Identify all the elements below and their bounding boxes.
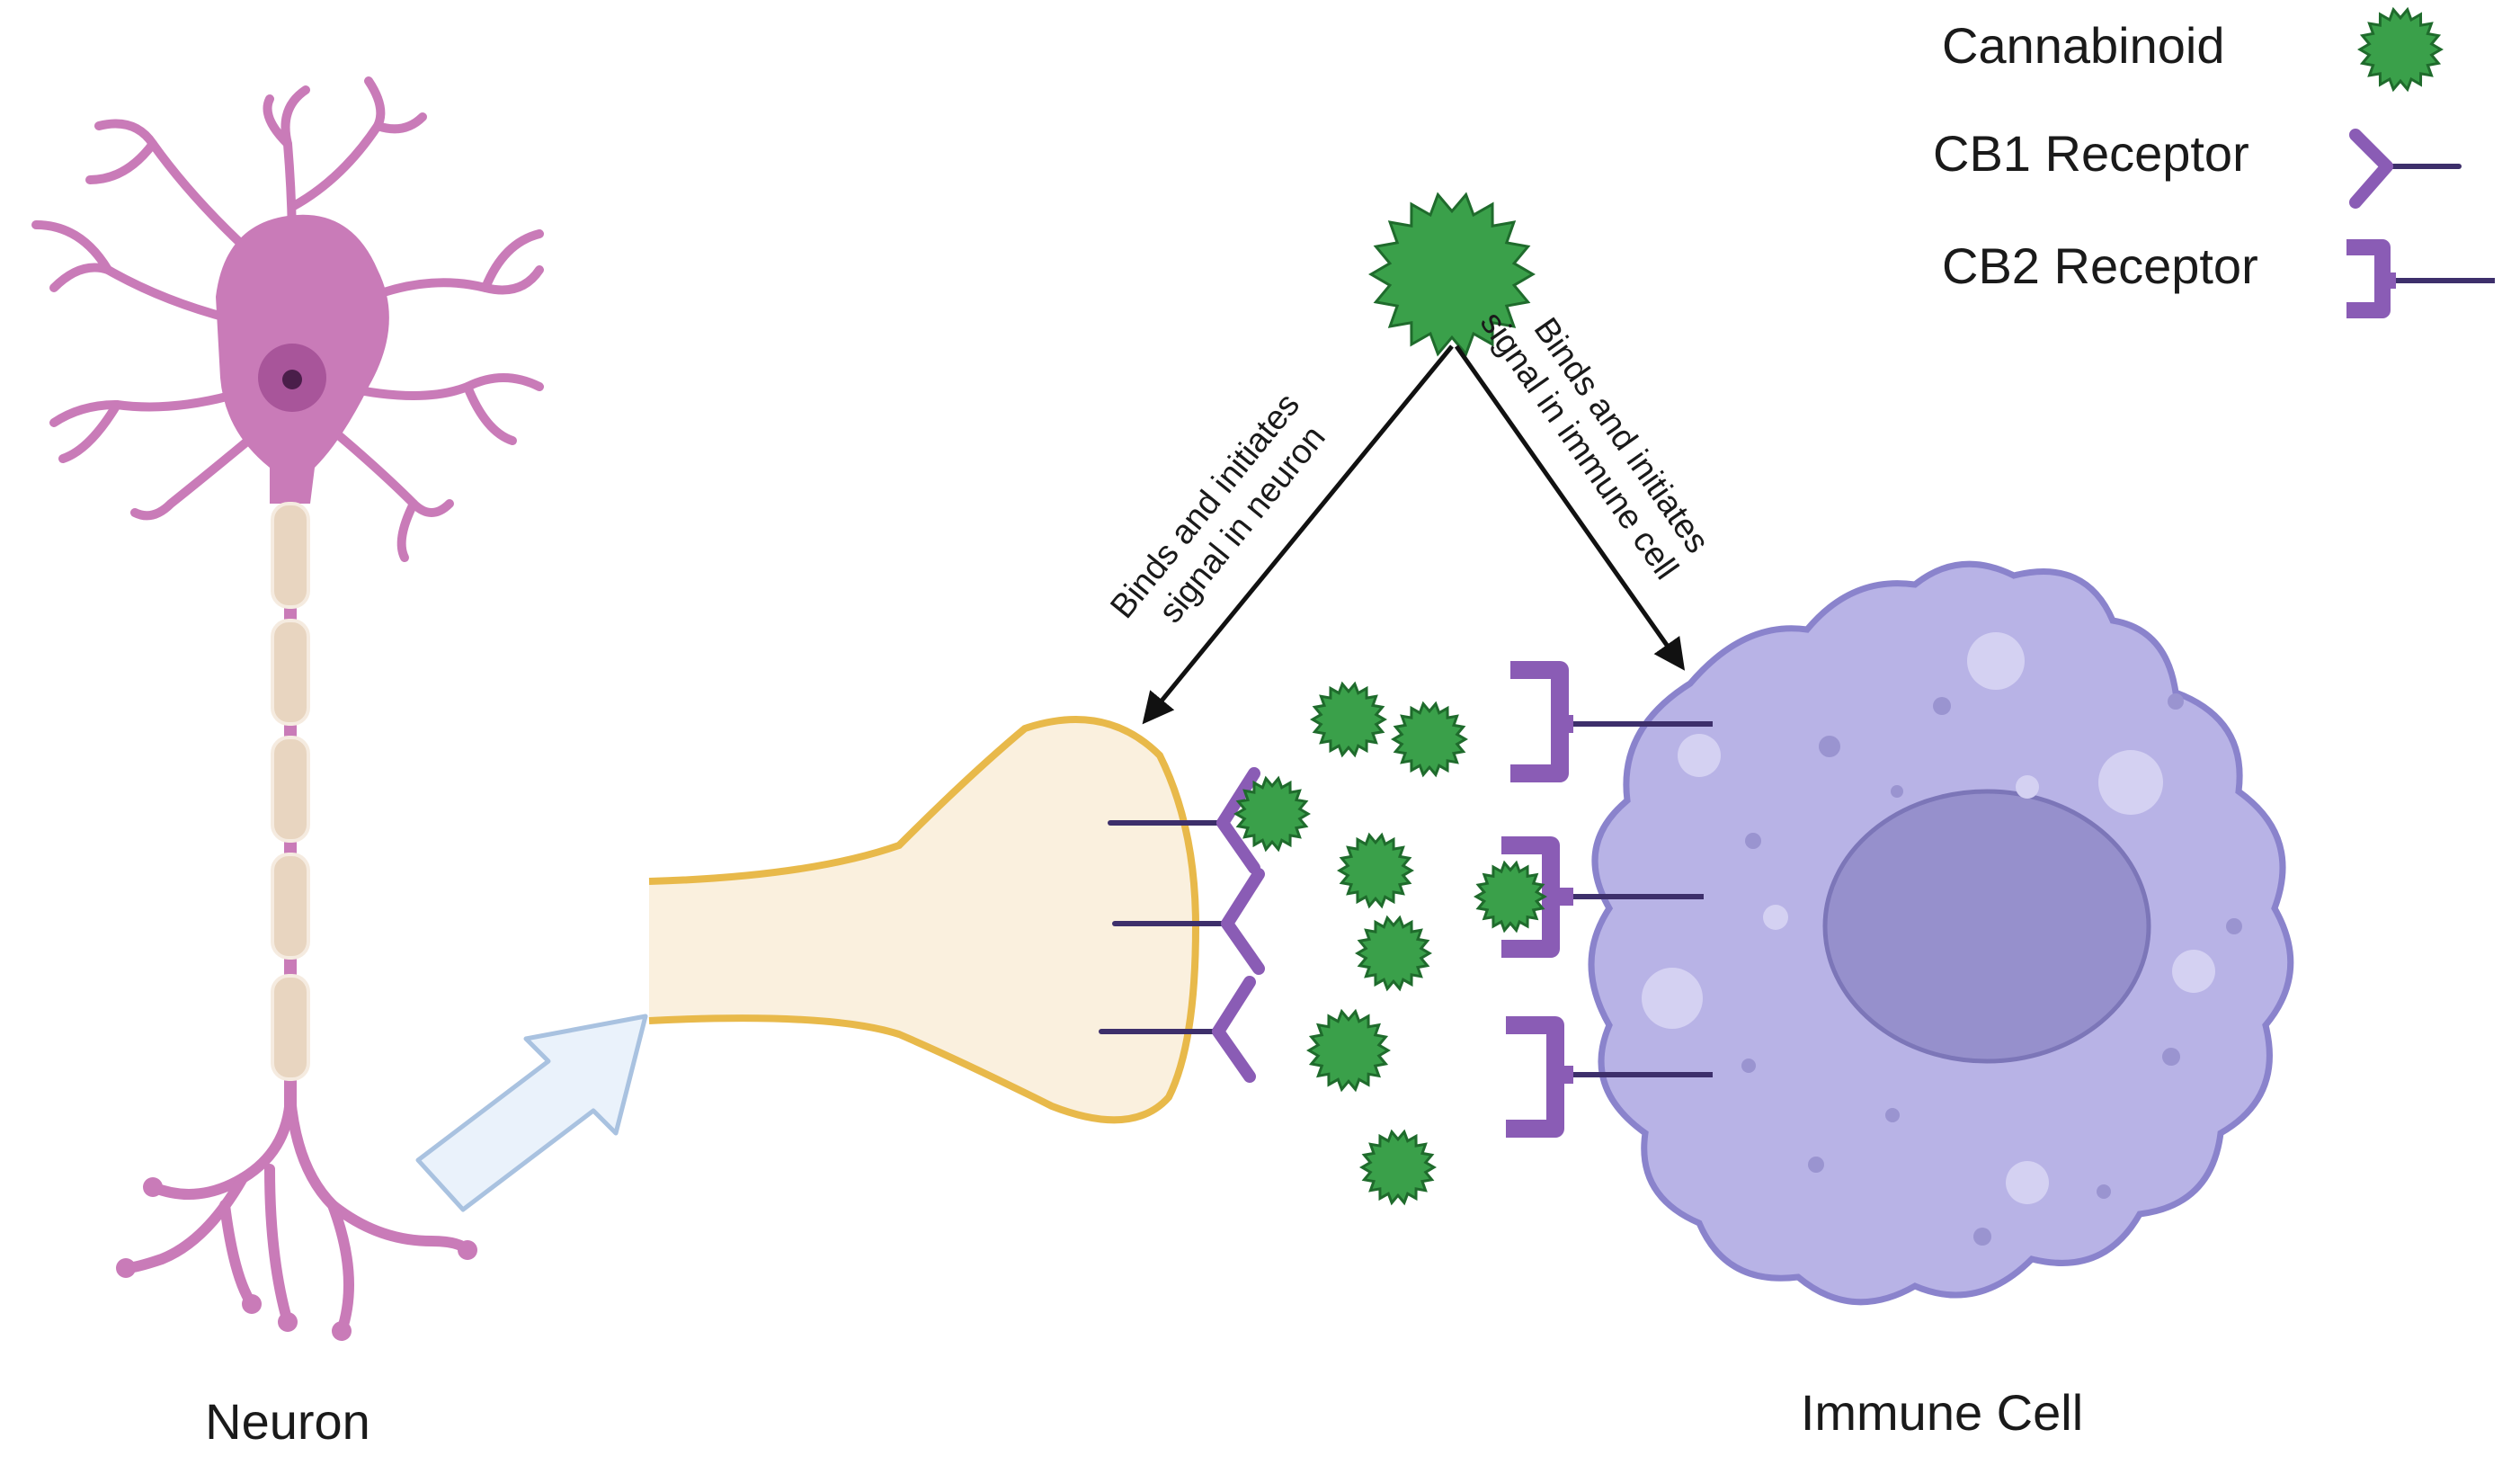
cannabinoid-molecule <box>1355 915 1432 992</box>
cb2-receptor-icon <box>2346 239 2495 318</box>
cb2-receptor <box>1506 1016 1713 1138</box>
cannabinoid-molecule <box>1474 860 1547 934</box>
cb1-receptors <box>1099 767 1265 1083</box>
legend: Cannabinoid CB1 Receptor CB2 Receptor <box>1933 6 2495 318</box>
cannabinoid-molecule <box>1359 1129 1437 1206</box>
neuron: Neuron <box>31 76 544 1450</box>
neuron-terminal-bulbs <box>116 1177 477 1341</box>
arrow-to-immune-cell <box>1454 344 1686 671</box>
cb2-receptor <box>1510 661 1713 782</box>
neuron-nucleolus <box>282 370 302 389</box>
cb1-receptor <box>1099 976 1256 1083</box>
immune-cell-label: Immune Cell <box>1801 1384 2083 1441</box>
cannabinoid-group <box>1233 192 1547 1206</box>
zoom-arrow <box>415 1014 648 1212</box>
immune-cell-vesicles <box>1642 632 2215 1204</box>
cb1-receptor <box>1112 868 1265 975</box>
cb1-receptor-icon <box>2349 129 2462 209</box>
cannabinoid-molecule <box>1391 701 1468 778</box>
cb1-receptor <box>1108 767 1260 874</box>
cannabinoid-molecule <box>2357 6 2444 93</box>
myelin-sheaths <box>271 502 310 1081</box>
arrow-to-neuron <box>1142 344 1454 725</box>
cannabinoid-molecule <box>1306 1008 1391 1093</box>
cannabinoid-molecule <box>1368 192 1536 357</box>
cb2-receptor <box>1501 836 1704 958</box>
binding-arrows: Binds and initiates signal in neuron Bin… <box>1103 305 1716 725</box>
cannabinoid-molecule <box>1337 832 1414 909</box>
axon-terminal-body <box>649 719 1196 1121</box>
cannabinoid-molecule <box>1310 681 1387 758</box>
axon-terminal <box>648 716 1200 1124</box>
legend-cb1-label: CB1 Receptor <box>1933 125 2249 182</box>
neuron-arrow-label: Binds and initiates signal in neuron <box>1103 379 1344 651</box>
legend-cannabinoid-label: Cannabinoid <box>1942 17 2224 74</box>
legend-cb2-label: CB2 Receptor <box>1942 237 2258 294</box>
cannabinoid-molecule <box>1233 775 1311 853</box>
neuron-label: Neuron <box>205 1393 370 1450</box>
immune-cell: Immune Cell <box>1588 560 2294 1441</box>
immune-cell-nucleus <box>1822 789 2151 1064</box>
cb2-receptors <box>1501 661 1713 1138</box>
cannabinoid-icon <box>2357 6 2444 93</box>
immune-cell-granules <box>1741 693 2242 1246</box>
neuron-axon-terminals <box>120 1092 473 1336</box>
